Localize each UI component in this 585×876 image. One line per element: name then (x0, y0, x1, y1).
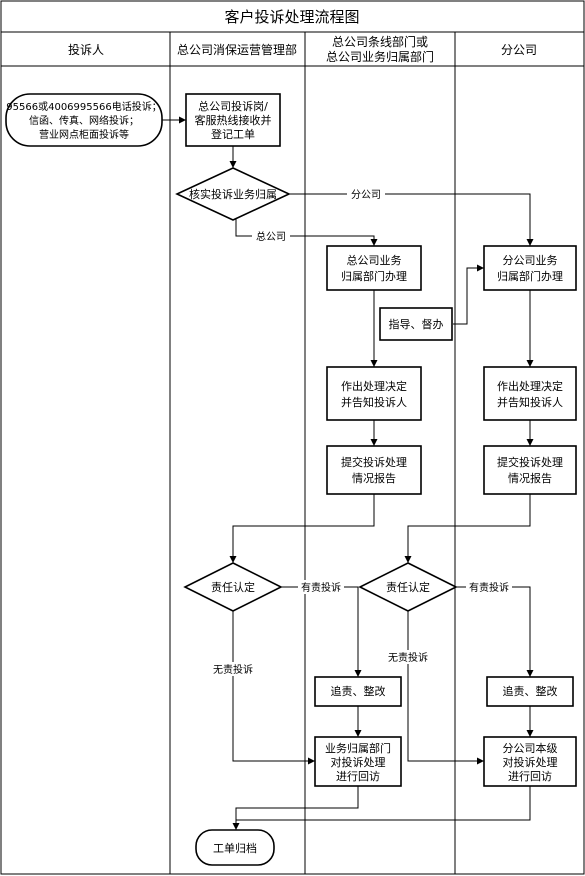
edge-label-resp-left-no: 无责投诉 (213, 663, 253, 676)
register-line-1: 总公司投诉岗/ (198, 99, 268, 113)
hq-review-line-3: 进行回访 (336, 770, 380, 783)
edge-resp-right-no (407, 611, 484, 765)
branch-review-line-2: 对投诉处理 (503, 755, 558, 769)
edge-guide-to-branch (453, 264, 484, 325)
hq-review-line-1: 业务归属部门 (325, 741, 391, 755)
edge-resp-left-yes (281, 586, 362, 677)
hq-report-box (326, 445, 422, 495)
edge-label-resp-right-yes: 有责投诉 (469, 581, 509, 594)
edge-label-to-hq: 总公司 (256, 230, 286, 243)
hq-handle-box (326, 245, 422, 291)
hq-punish-label: 追责、整改 (331, 684, 386, 698)
resp-left-label: 责任认定 (211, 580, 255, 594)
hq-decide-line-1: 作出处理决定 (341, 379, 407, 393)
hq-review-box (314, 736, 402, 787)
branch-punish-box (486, 676, 574, 707)
branch-report-line-2: 情况报告 (508, 471, 552, 485)
chart-title: 客户投诉处理流程图 (224, 8, 359, 26)
branch-handle-line-1: 分公司业务 (503, 254, 558, 267)
register-line-3: 登记工单 (211, 127, 255, 141)
branch-handle-box (483, 245, 577, 291)
branch-review-line-1: 分公司本级 (503, 741, 558, 755)
branch-report-box (483, 445, 577, 495)
verify-label: 核实投诉业务归属 (189, 187, 277, 201)
guide-label: 指导、督办 (389, 317, 444, 331)
hq-decide-line-2: 并告知投诉人 (341, 395, 407, 409)
resp-right-diamond (358, 562, 458, 612)
start-line-3: 营业网点柜面投诉等 (39, 128, 129, 141)
lane-header-hq-line-1: 总公司条线部门或 (332, 34, 428, 49)
branch-handle-line-2: 归属部门办理 (497, 269, 563, 283)
edge-resp-left-no (232, 611, 315, 765)
hq-report-line-1: 提交投诉处理 (341, 455, 407, 469)
branch-review-box (483, 736, 577, 787)
branch-review-line-3: 进行回访 (508, 770, 552, 783)
edge-branch-report-to-resp (404, 494, 531, 563)
hq-review-line-2: 对投诉处理 (331, 755, 386, 769)
branch-decide-box (483, 366, 577, 421)
lane-header-hq-line-2: 总公司业务归属部门 (326, 49, 434, 64)
edge-verify-to-branch (289, 193, 534, 246)
edge-label-resp-right-no: 无责投诉 (388, 651, 428, 664)
edge-label-resp-left-yes: 有责投诉 (301, 581, 341, 594)
branch-report-line-1: 提交投诉处理 (497, 455, 563, 469)
hq-punish-box (314, 676, 402, 707)
verify-diamond (175, 167, 291, 221)
start-line-2: 信函、传真、网络投诉； (29, 114, 139, 127)
register-line-2: 客服热线接收并 (195, 113, 272, 127)
start-line-1: 95566或4006995566电话投诉； (6, 100, 161, 113)
edge-label-to-branch: 分公司 (351, 189, 381, 201)
edge-hq-report-to-resp (229, 494, 375, 563)
edge-resp-right-yes (456, 586, 534, 677)
archive-terminator (195, 829, 275, 866)
hq-handle-line-2: 归属部门办理 (341, 269, 407, 283)
lane-header-hq-ops: 总公司消保运营管理部 (177, 42, 297, 57)
branch-decide-line-1: 作出处理决定 (497, 379, 563, 393)
lane-header-complainant: 投诉人 (68, 42, 104, 57)
register-box (185, 93, 281, 147)
guide-box (379, 307, 453, 341)
hq-handle-line-1: 总公司业务 (347, 253, 402, 267)
branch-punish-label: 追责、整改 (503, 684, 558, 698)
edge-branch-review-to-archive (236, 786, 531, 821)
hq-report-line-2: 情况报告 (352, 471, 396, 485)
resp-left-diamond (183, 562, 283, 612)
edge-verify-to-hq (235, 214, 378, 246)
branch-decide-line-2: 并告知投诉人 (497, 395, 563, 409)
archive-label: 工单归档 (213, 841, 257, 855)
edge-hq-review-to-archive (232, 786, 359, 830)
start-terminator (5, 93, 163, 147)
hq-decide-box (326, 366, 422, 421)
lane-header-branch: 分公司 (501, 43, 537, 57)
resp-right-label: 责任认定 (386, 580, 430, 594)
